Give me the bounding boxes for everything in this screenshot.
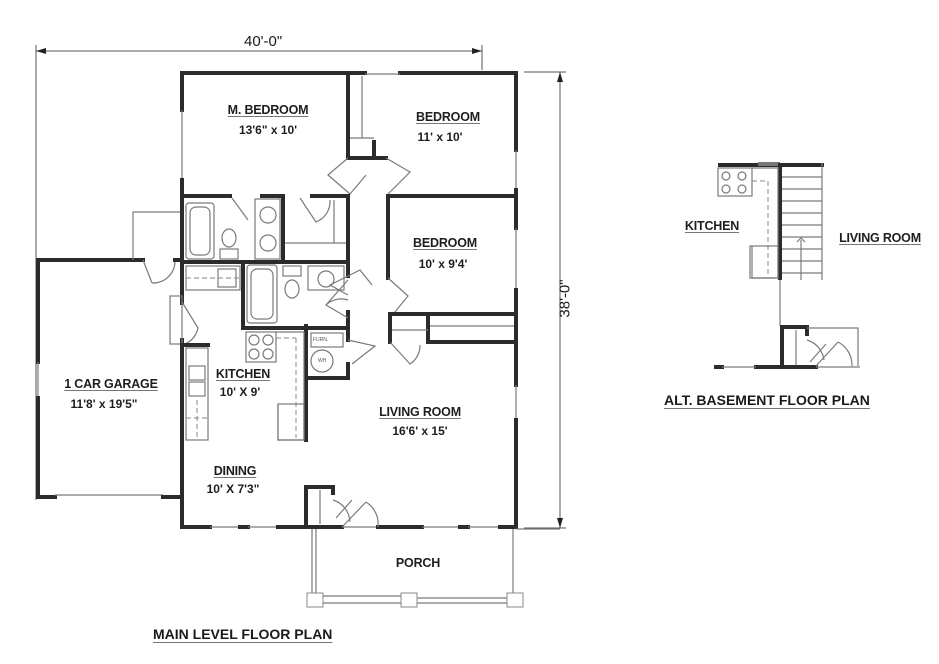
room-size-living-room: 16'6' x 15' <box>392 424 448 438</box>
room-size-master-bedroom: 13'6" x 10' <box>238 123 298 137</box>
porch <box>306 529 524 608</box>
room-label-master-bedroom: M. BEDROOM <box>227 103 309 117</box>
room-label-bedroom-3: BEDROOM <box>413 236 477 250</box>
room-size-bedroom-2: 11' x 10' <box>417 130 463 144</box>
interior-walls <box>180 71 518 442</box>
alt-room-label-kitchen: KITCHEN <box>684 219 740 233</box>
room-size-dining: 10' X 7'3" <box>206 482 260 496</box>
room-size-bedroom-3: 10' x 9'4' <box>418 257 468 271</box>
room-size-kitchen: 10' X 9' <box>219 385 261 399</box>
alt-basement-plan <box>714 162 860 369</box>
water-heater-label: WH <box>318 358 327 364</box>
fixtures <box>185 197 379 529</box>
garage-walls <box>36 211 199 499</box>
room-label-garage: 1 CAR GARAGE <box>64 377 158 391</box>
room-size-garage: 11'8' x 19'5" <box>70 397 138 411</box>
depth-dimension <box>524 71 566 529</box>
room-label-dining: DINING <box>213 464 257 478</box>
furnace-label: FURN. <box>313 337 329 343</box>
overall-width-label: 40'-0" <box>244 33 283 50</box>
exterior-walls <box>180 71 560 530</box>
room-label-bedroom-2: BEDROOM <box>416 110 480 124</box>
alt-room-label-living-room: LIVING ROOM <box>839 231 921 245</box>
main-plan-title: MAIN LEVEL FLOOR PLAN <box>153 626 333 642</box>
alt-plan-title: ALT. BASEMENT FLOOR PLAN <box>664 392 870 408</box>
overall-depth-label: 38'-0" <box>556 279 574 318</box>
room-label-kitchen: KITCHEN <box>215 367 271 381</box>
room-label-porch: PORCH <box>395 556 441 570</box>
room-label-living-room: LIVING ROOM <box>379 405 461 419</box>
